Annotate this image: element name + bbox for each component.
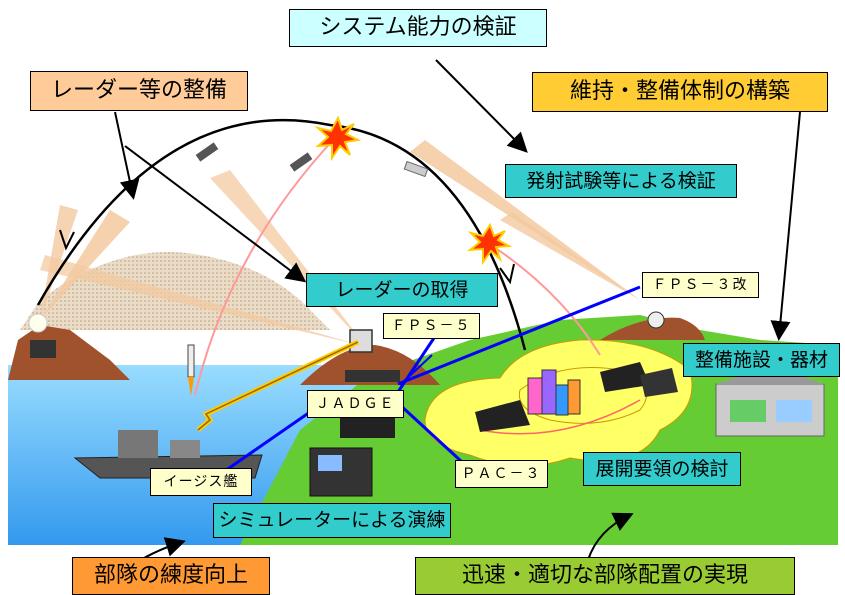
facility-window (776, 400, 812, 422)
city-building-icon (527, 377, 543, 415)
explosion-icon (314, 115, 362, 162)
link-line (398, 403, 464, 464)
leader-arrow (770, 111, 801, 341)
interceptor-trace (194, 137, 336, 396)
label-jadge: ＪＡＤＧＥ (307, 390, 404, 418)
ship-superstructure (170, 440, 200, 458)
launch-flash-icon (28, 313, 48, 333)
link-line (397, 285, 641, 386)
city-building-icon (555, 384, 569, 416)
pac3-launcher-icon (600, 362, 650, 392)
label-radar-maintenance: レーダー等の整備 (30, 71, 248, 111)
ship-superstructure (118, 430, 158, 458)
island-right (600, 317, 705, 340)
radar-beam (410, 140, 640, 300)
launcher-vehicle-icon (30, 340, 56, 358)
interceptor-missile-icon (187, 344, 195, 378)
pac3-launcher-icon (475, 400, 530, 432)
label-launch-test: 発射試験等による検証 (505, 164, 737, 198)
pac3-launcher-icon (640, 368, 678, 397)
leader-arrow (124, 145, 307, 283)
label-unit-training: 部隊の練度向上 (72, 557, 270, 595)
interceptor-trace (487, 242, 601, 356)
leader-arrow (114, 111, 140, 200)
label-rapid-deploy: 迅速・適切な部隊配置の実現 (415, 557, 795, 595)
label-facilities: 整備施設・器材 (683, 343, 840, 377)
radar-beam (500, 212, 640, 300)
label-aegis: イージス艦 (150, 468, 252, 496)
leader-arrow (435, 59, 528, 153)
facility-window (730, 400, 766, 422)
fps5-radar-icon (349, 329, 373, 353)
warhead-icon (289, 152, 313, 172)
comms-equipment-icon (340, 418, 395, 438)
jadge-equipment-icon (345, 370, 400, 382)
island-left (8, 325, 130, 380)
zone-track (479, 399, 641, 435)
deployment-zone-inner (518, 367, 648, 424)
island-center (300, 345, 440, 385)
label-fps3: ＦＰＳ－３改 (642, 272, 759, 298)
label-pac3: ＰＡＣ－３ (455, 460, 548, 488)
datalink-bolt-icon (197, 341, 359, 431)
simulator-screen (318, 455, 342, 471)
label-sustainment: 維持・整備体制の構築 (532, 72, 828, 112)
warhead-icon (195, 142, 219, 162)
link-line (399, 354, 433, 386)
city-building-icon (541, 369, 557, 415)
radar-beam (40, 255, 360, 345)
fps3-radar-icon (647, 311, 665, 329)
link-line (396, 337, 436, 393)
explosion-icon (466, 222, 513, 266)
label-radar-acquisition: レーダーの取得 (306, 273, 498, 307)
trajectory-arrowhead (499, 263, 515, 285)
label-fps5: ＦＰＳ－５ (383, 313, 480, 339)
trajectory-arrowhead (59, 229, 75, 251)
label-deployment: 展開要領の検討 (583, 452, 741, 486)
link-line (221, 410, 311, 475)
label-simulator: シミュレーターによる演練 (213, 503, 451, 538)
leader-arrow (587, 512, 634, 561)
label-system-verification: システム能力の検証 (289, 9, 547, 47)
city-building-icon (567, 379, 581, 415)
warhead-icon (403, 160, 429, 178)
rocket-flame-icon (188, 377, 194, 396)
radar-beam (40, 210, 130, 320)
